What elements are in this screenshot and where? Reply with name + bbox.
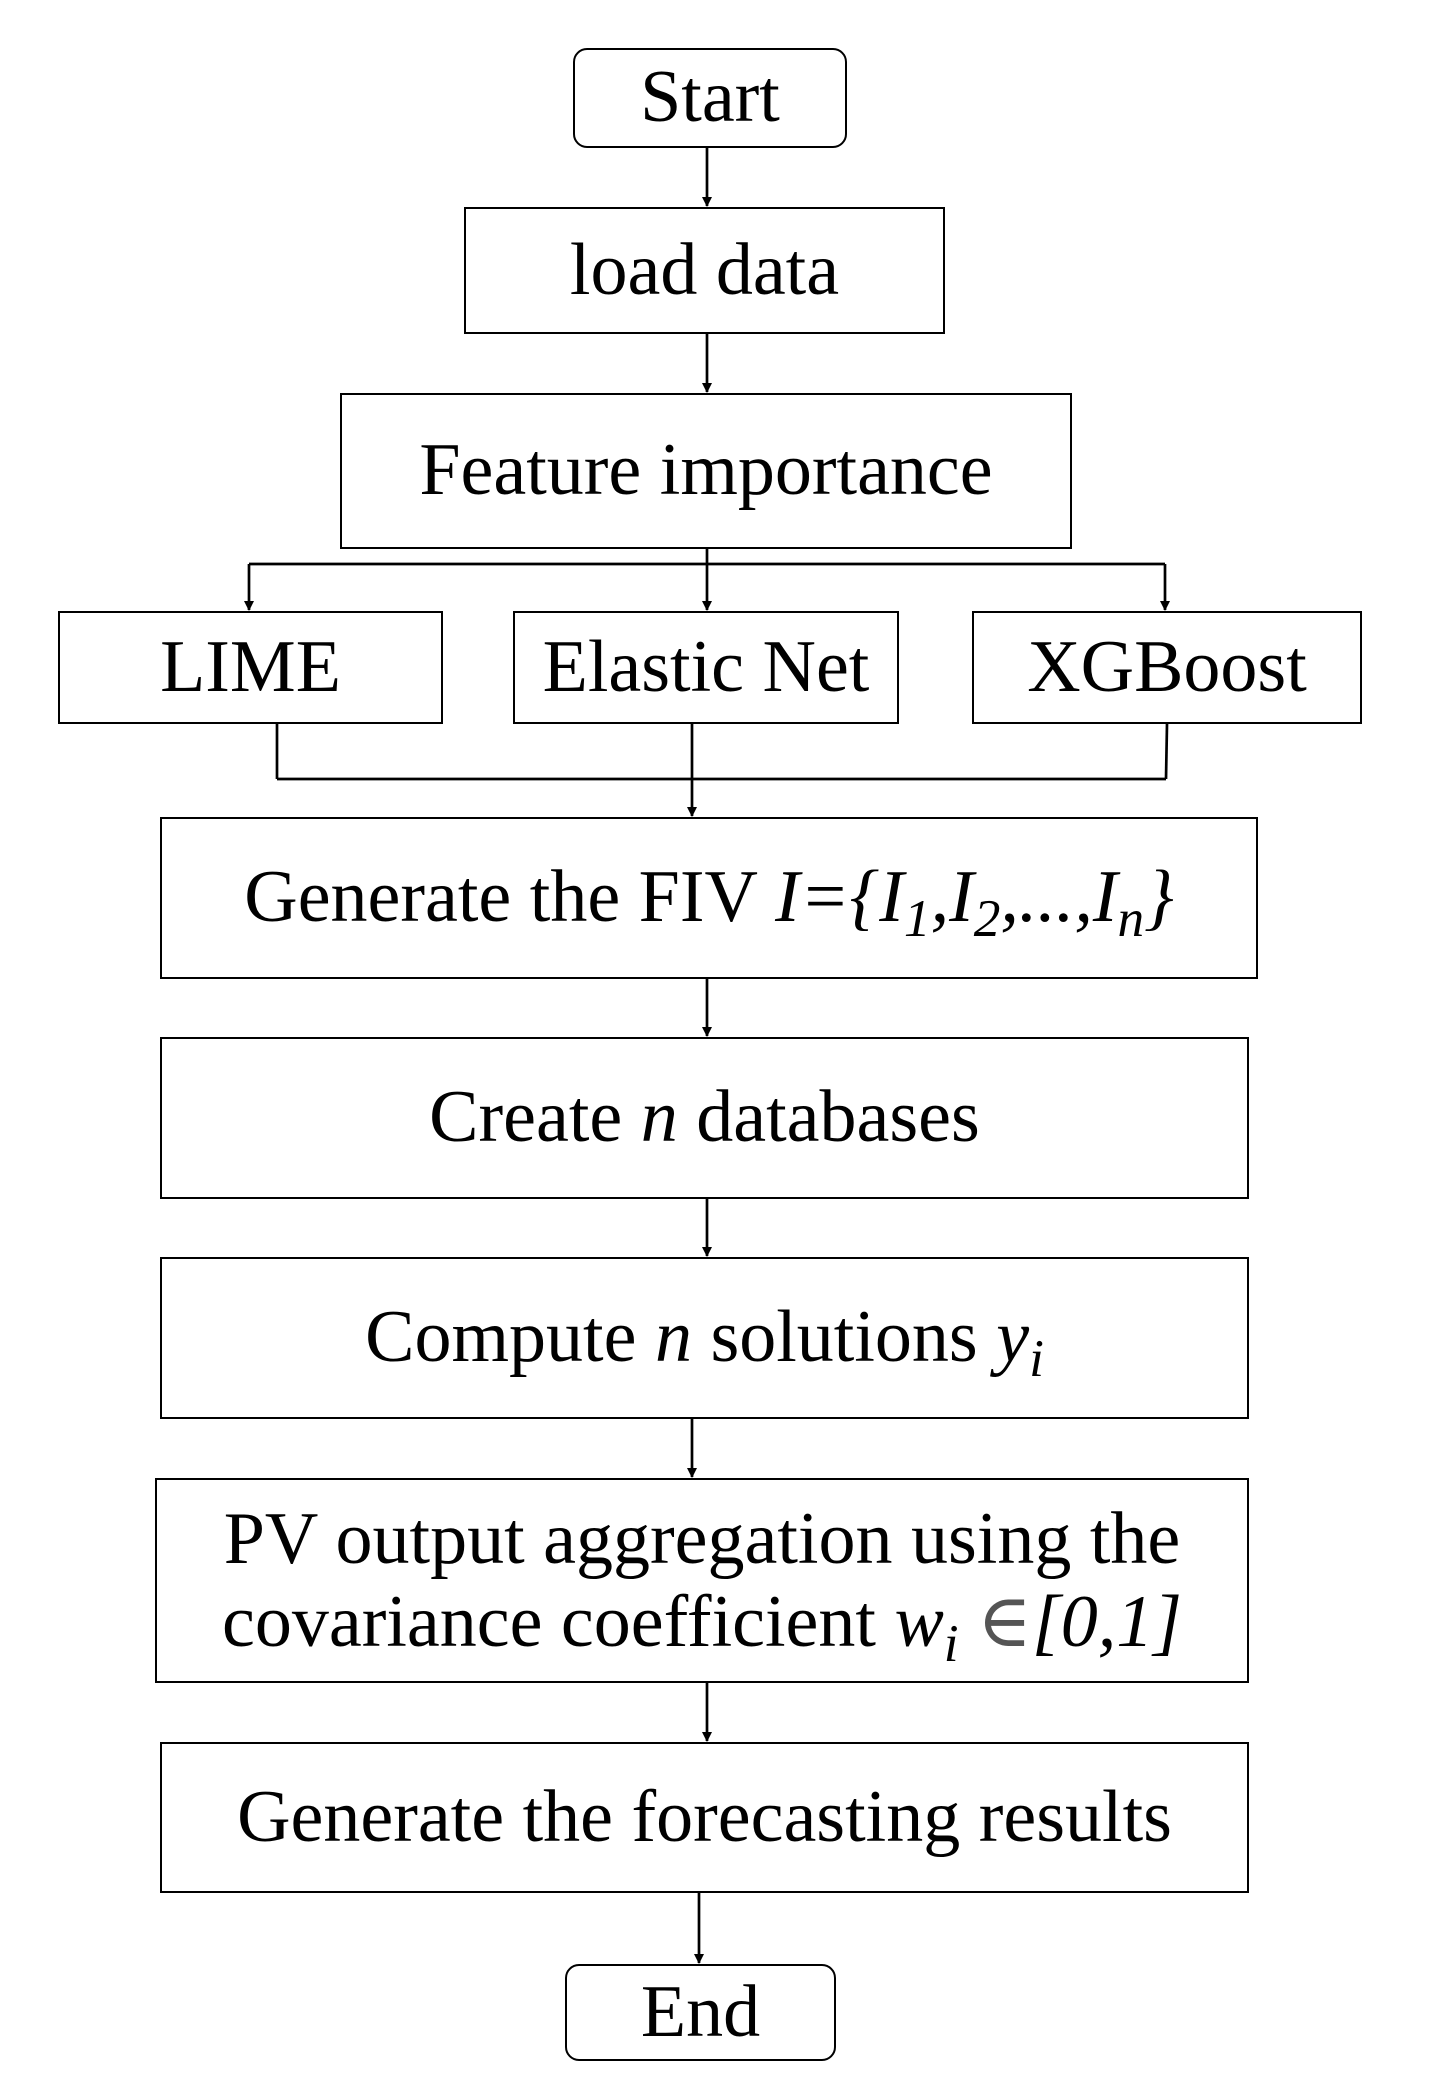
end-node: End [565, 1964, 836, 2061]
compute-solutions-box: Compute n solutions yi [160, 1257, 1249, 1419]
xgboost-box: XGBoost [972, 611, 1362, 724]
create-post: databases [677, 1076, 980, 1159]
lime-box: LIME [58, 611, 443, 724]
end-label: End [640, 1970, 761, 2053]
forecasting-results-label: Generate the forecasting results [237, 1775, 1172, 1858]
fiv-sub-1: 1 [903, 889, 931, 949]
aggregation-pre: covariance coefficient [222, 1580, 895, 1663]
feature-importance-label: Feature importance [419, 429, 993, 512]
aggregation-line-1: PV output aggregation using the [223, 1497, 1181, 1580]
xgboost-label: XGBoost [1027, 625, 1307, 708]
create-databases-box: Create n databases [160, 1037, 1249, 1199]
feature-importance-box: Feature importance [340, 393, 1072, 549]
compute-solutions-label: Compute n solutions yi [365, 1296, 1044, 1385]
fiv-prefix: Generate the FIV [244, 856, 776, 939]
fiv-sub-n: n [1117, 889, 1145, 949]
lime-label: LIME [160, 625, 341, 708]
compute-sub: i [1029, 1329, 1044, 1389]
aggregation-box: PV output aggregation using the covarian… [155, 1478, 1249, 1683]
forecasting-results-box: Generate the forecasting results [160, 1742, 1249, 1893]
fiv-i2: I [949, 856, 974, 939]
fiv-close: } [1144, 856, 1174, 939]
create-pre: Create [429, 1076, 641, 1159]
create-databases-label: Create n databases [429, 1076, 980, 1159]
fiv-eq: ={ [799, 856, 880, 939]
start-label: Start [640, 56, 780, 139]
fiv-sep1: , [930, 856, 950, 939]
start-node: Start [573, 48, 847, 148]
fiv-sub-2: 2 [973, 889, 1001, 949]
aggregation-w: w [894, 1580, 944, 1663]
compute-var: n [654, 1296, 692, 1379]
generate-fiv-label: Generate the FIV I={I1,I2,...,In} [244, 856, 1174, 945]
aggregation-element-of: ∈ [958, 1580, 1032, 1663]
fiv-dots: ,..., [1000, 856, 1093, 939]
load-data-label: load data [569, 228, 840, 311]
compute-mid: solutions [691, 1296, 997, 1379]
merge-xgb [1164, 723, 1169, 780]
aggregation-line-2: covariance coefficient wi ∈[0,1] [222, 1580, 1182, 1670]
fiv-var: I [775, 856, 800, 939]
create-var: n [640, 1076, 678, 1159]
compute-pre: Compute [365, 1296, 655, 1379]
generate-fiv-box: Generate the FIV I={I1,I2,...,In} [160, 817, 1258, 979]
fiv-in: I [1092, 856, 1118, 939]
compute-y: y [996, 1296, 1030, 1379]
fiv-i1: I [879, 856, 904, 939]
load-data-box: load data [464, 207, 945, 334]
aggregation-range: [0,1] [1031, 1580, 1182, 1663]
elastic-net-label: Elastic Net [542, 625, 870, 708]
elastic-net-box: Elastic Net [513, 611, 899, 724]
aggregation-sub: i [943, 1613, 959, 1673]
